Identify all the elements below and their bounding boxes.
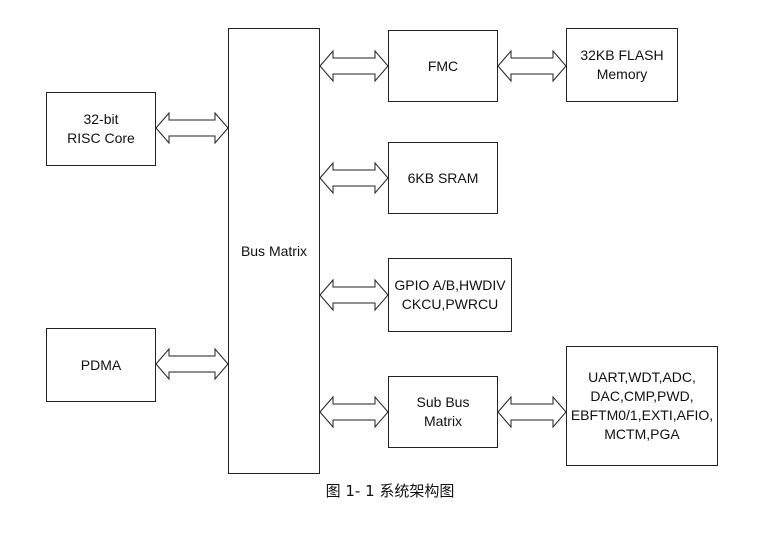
sram-block: 6KB SRAM — [388, 142, 498, 214]
peripherals-line-1: UART,WDT,ADC, — [588, 369, 696, 385]
gpio-line-1: GPIO A/B,HWDIV — [394, 277, 506, 293]
bus-matrix-label: Bus Matrix — [240, 242, 308, 259]
arrow-bus-to-fmc — [319, 49, 389, 83]
fmc-label: FMC — [427, 57, 459, 74]
risc-core-line-2: RISC Core — [67, 130, 135, 146]
flash-line-2: Memory — [596, 66, 648, 82]
peripherals-line-2: DAC,CMP,PWD, — [590, 388, 694, 404]
arrow-pdma-to-bus — [155, 347, 229, 381]
gpio-line-2: CKCU,PWRCU — [401, 296, 499, 312]
risc-core-block: 32-bit RISC Core — [46, 92, 156, 166]
pdma-label: PDMA — [80, 356, 122, 373]
flash-memory-block: 32KB FLASH Memory — [566, 28, 678, 102]
arrow-subbus-to-peripherals — [497, 395, 567, 429]
sub-bus-matrix-block: Sub Bus Matrix — [388, 376, 498, 448]
peripherals-line-3: EBFTM0/1,EXTI,AFIO, — [570, 407, 714, 423]
figure-caption: 图 1- 1 系统架构图 — [325, 482, 455, 500]
pdma-block: PDMA — [46, 328, 156, 402]
arrow-risc-to-bus — [155, 111, 229, 145]
sub-bus-line-1: Sub Bus — [416, 394, 470, 410]
fmc-block: FMC — [388, 30, 498, 102]
peripherals-block: UART,WDT,ADC, DAC,CMP,PWD, EBFTM0/1,EXTI… — [566, 346, 718, 466]
flash-line-1: 32KB FLASH — [580, 47, 664, 63]
bus-matrix-block: Bus Matrix — [228, 28, 320, 474]
sub-bus-line-2: Matrix — [423, 413, 463, 429]
arrow-bus-to-sram — [319, 161, 389, 195]
gpio-block: GPIO A/B,HWDIV CKCU,PWRCU — [388, 258, 512, 332]
arrow-bus-to-gpio — [319, 278, 389, 312]
arrow-fmc-to-flash — [497, 49, 567, 83]
arrow-bus-to-subbus — [319, 395, 389, 429]
sram-label: 6KB SRAM — [407, 169, 479, 186]
risc-core-line-1: 32-bit — [83, 111, 119, 127]
peripherals-line-4: MCTM,PGA — [604, 426, 680, 442]
